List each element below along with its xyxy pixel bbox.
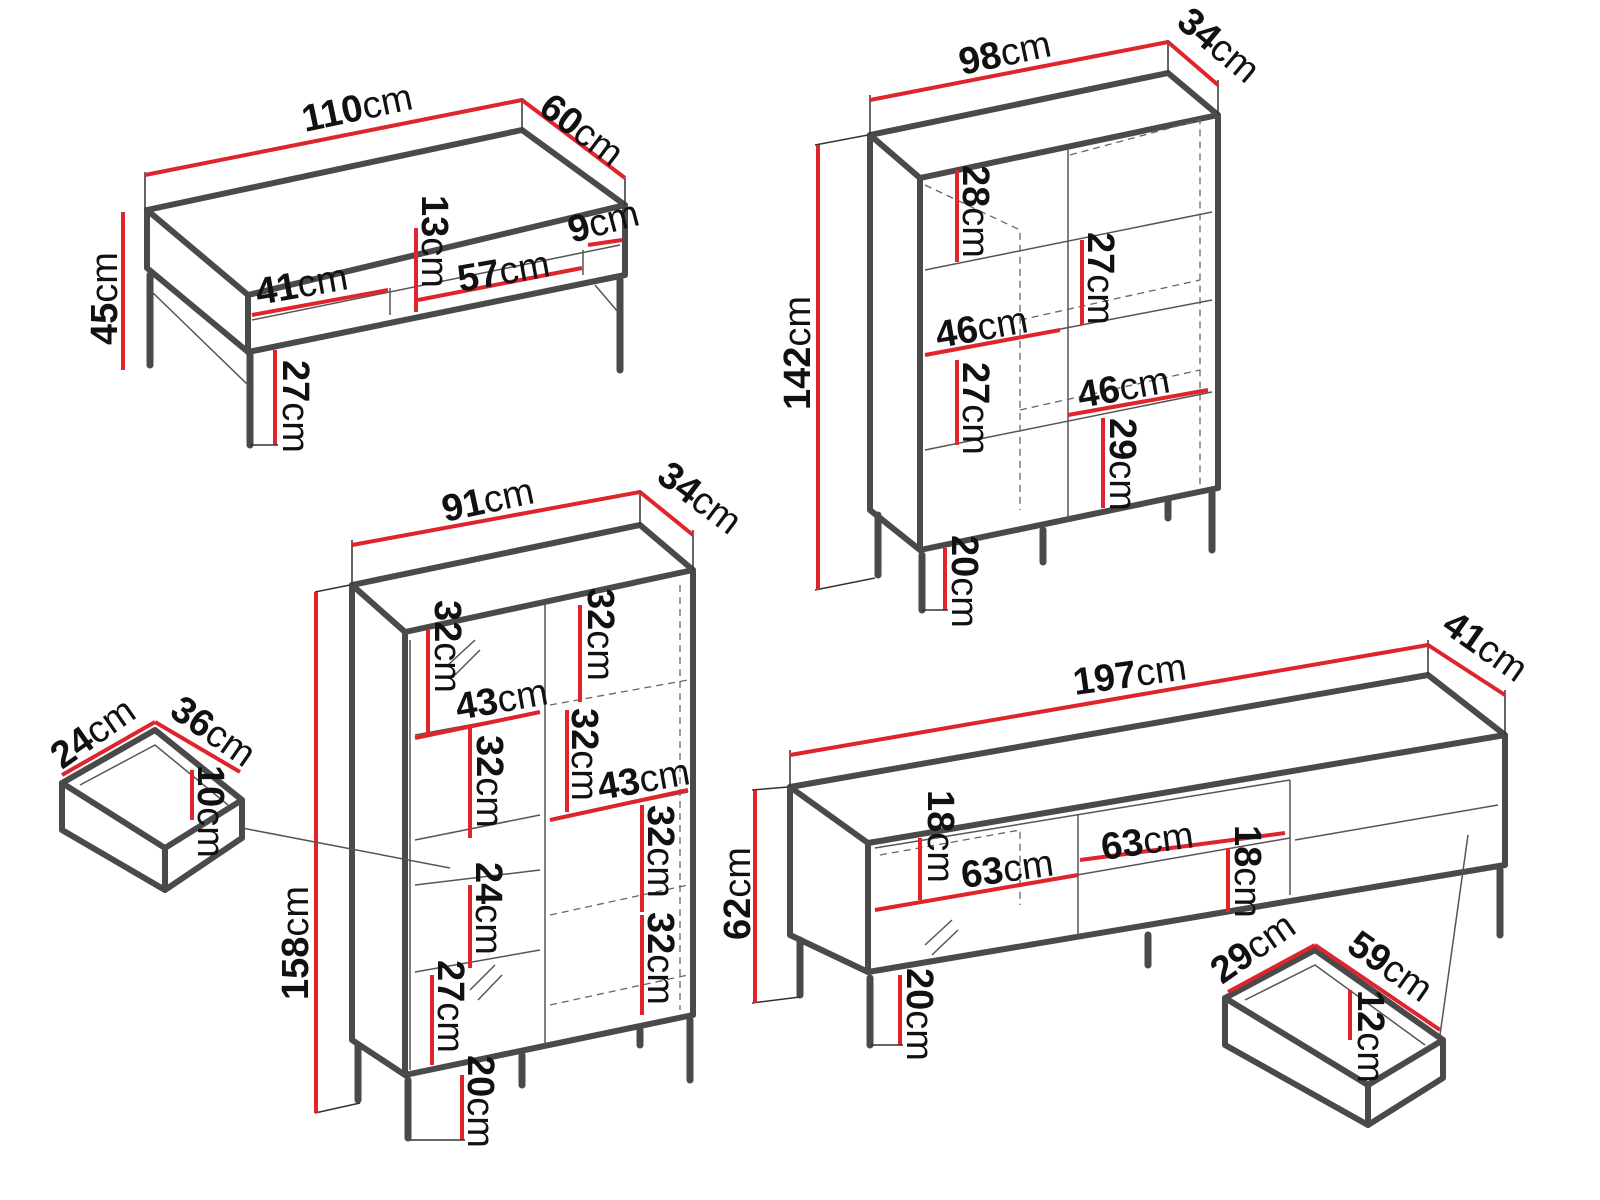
dim-label-shelf: 32cm <box>468 735 510 828</box>
dim-label-height: 142cm <box>777 296 819 410</box>
tv-drawer: 29cm 59cm 12cm <box>1203 905 1446 1128</box>
display-cabinet-low: 98cm 34cm 142cm 28cm 27cm 46cm 27cm 46cm… <box>777 0 1267 628</box>
dim-label-compartment-height: 18cm <box>1226 825 1268 918</box>
dimension-line-depth <box>520 98 627 180</box>
dim-label-depth: 41cm <box>1435 603 1535 691</box>
dim-label-depth: 60cm <box>532 86 631 175</box>
dim-label-depth: 34cm <box>650 454 749 543</box>
dim-label-shelf: 32cm <box>639 912 681 1005</box>
dim-label-right-drawer: 57cm <box>454 243 553 301</box>
dim-label-shelf: 32cm <box>426 600 468 693</box>
dimension-line-width <box>144 98 523 177</box>
dim-label-shelf: 27cm <box>954 362 996 455</box>
dim-label-height: 158cm <box>275 886 317 1000</box>
dim-label-shelf: 32cm <box>639 805 681 898</box>
dim-label-leg-height: 27cm <box>274 360 316 453</box>
dim-label-leg-height: 20cm <box>459 1055 501 1148</box>
dim-label-shelf: 29cm <box>1101 418 1143 511</box>
dim-label-left-drawer: 41cm <box>252 256 351 314</box>
dim-label-width: 91cm <box>438 470 538 530</box>
coffee-table: 110cm 60cm 45cm 13cm 9cm 41cm 57cm 27cm <box>84 76 644 452</box>
coffee-table-top <box>144 127 628 298</box>
coffee-table-body <box>144 202 628 355</box>
dim-label-drawer-height: 13cm <box>413 195 455 288</box>
dim-label-compartment-width: 63cm <box>958 842 1056 897</box>
dim-label-width: 98cm <box>955 23 1055 83</box>
dim-label-leg-height: 20cm <box>943 535 985 628</box>
dim-label-height: 12cm <box>1349 990 1391 1083</box>
dim-label-shelf-width: 46cm <box>932 299 1031 357</box>
dim-label-shelf: 27cm <box>429 960 471 1053</box>
dim-label-width: 110cm <box>298 76 416 140</box>
dim-label-height: 45cm <box>84 252 126 345</box>
dim-label-depth: 34cm <box>1169 0 1267 92</box>
dim-label-shelf-width: 43cm <box>594 751 693 809</box>
dim-label-side-compartment: 9cm <box>563 193 643 252</box>
dim-label-height: 62cm <box>717 847 759 940</box>
dim-label-compartment-height: 18cm <box>919 790 961 883</box>
dim-label-shelf-width: 43cm <box>452 671 551 729</box>
dim-label-shelf: 32cm <box>563 708 605 801</box>
dim-label-shelf-width: 46cm <box>1074 359 1173 417</box>
small-drawer: 24cm 36cm 10cm <box>43 688 451 893</box>
dim-label-drawer: 24cm <box>467 862 509 955</box>
dim-label-shelf: 27cm <box>1079 232 1121 325</box>
dim-label-height: 10cm <box>189 765 231 858</box>
dim-label-width: 197cm <box>1070 646 1189 703</box>
dim-label-leg-height: 20cm <box>898 968 940 1061</box>
dim-label-compartment-width: 63cm <box>1098 814 1196 869</box>
dim-label-shelf: 32cm <box>579 588 621 681</box>
display-cabinet-tall: 91cm 34cm 158cm 32cm 32cm 43cm 32cm 32cm… <box>275 454 749 1148</box>
dim-label-depth: 36cm <box>163 688 263 776</box>
dim-label-shelf: 28cm <box>954 165 996 258</box>
